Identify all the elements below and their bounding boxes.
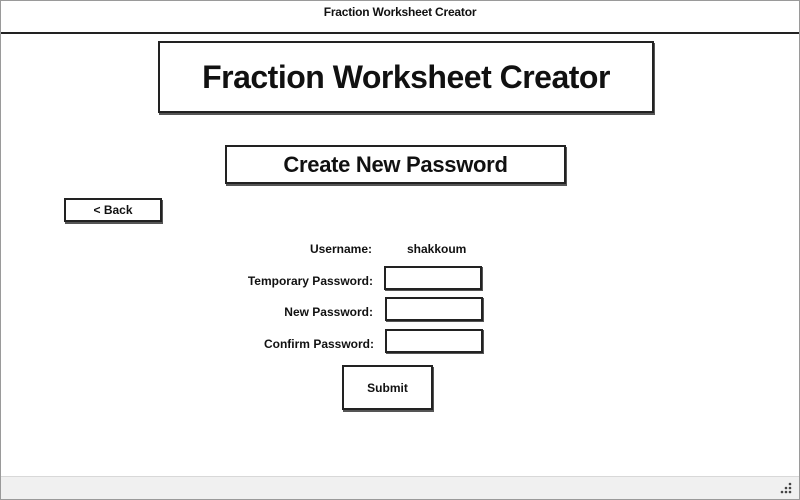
username-label: Username:: [309, 242, 372, 256]
confirm-password-field[interactable]: [385, 329, 483, 353]
status-bar: [1, 476, 799, 499]
confirm-password-label: Confirm Password:: [263, 337, 374, 351]
new-password-field[interactable]: [385, 297, 483, 321]
new-password-label: New Password:: [284, 305, 373, 319]
submit-button[interactable]: Submit: [342, 365, 433, 410]
window-title: Fraction Worksheet Creator: [323, 5, 477, 19]
temp-password-field[interactable]: [384, 266, 482, 290]
back-button[interactable]: < Back: [64, 198, 162, 222]
temp-password-label: Temporary Password:: [247, 274, 373, 288]
page-title: Fraction Worksheet Creator: [158, 41, 654, 113]
window-titlebar: Fraction Worksheet Creator: [1, 1, 799, 34]
section-title: Create New Password: [225, 145, 566, 184]
username-value: shakkoum: [407, 242, 467, 256]
resize-grip-icon[interactable]: [779, 482, 793, 494]
